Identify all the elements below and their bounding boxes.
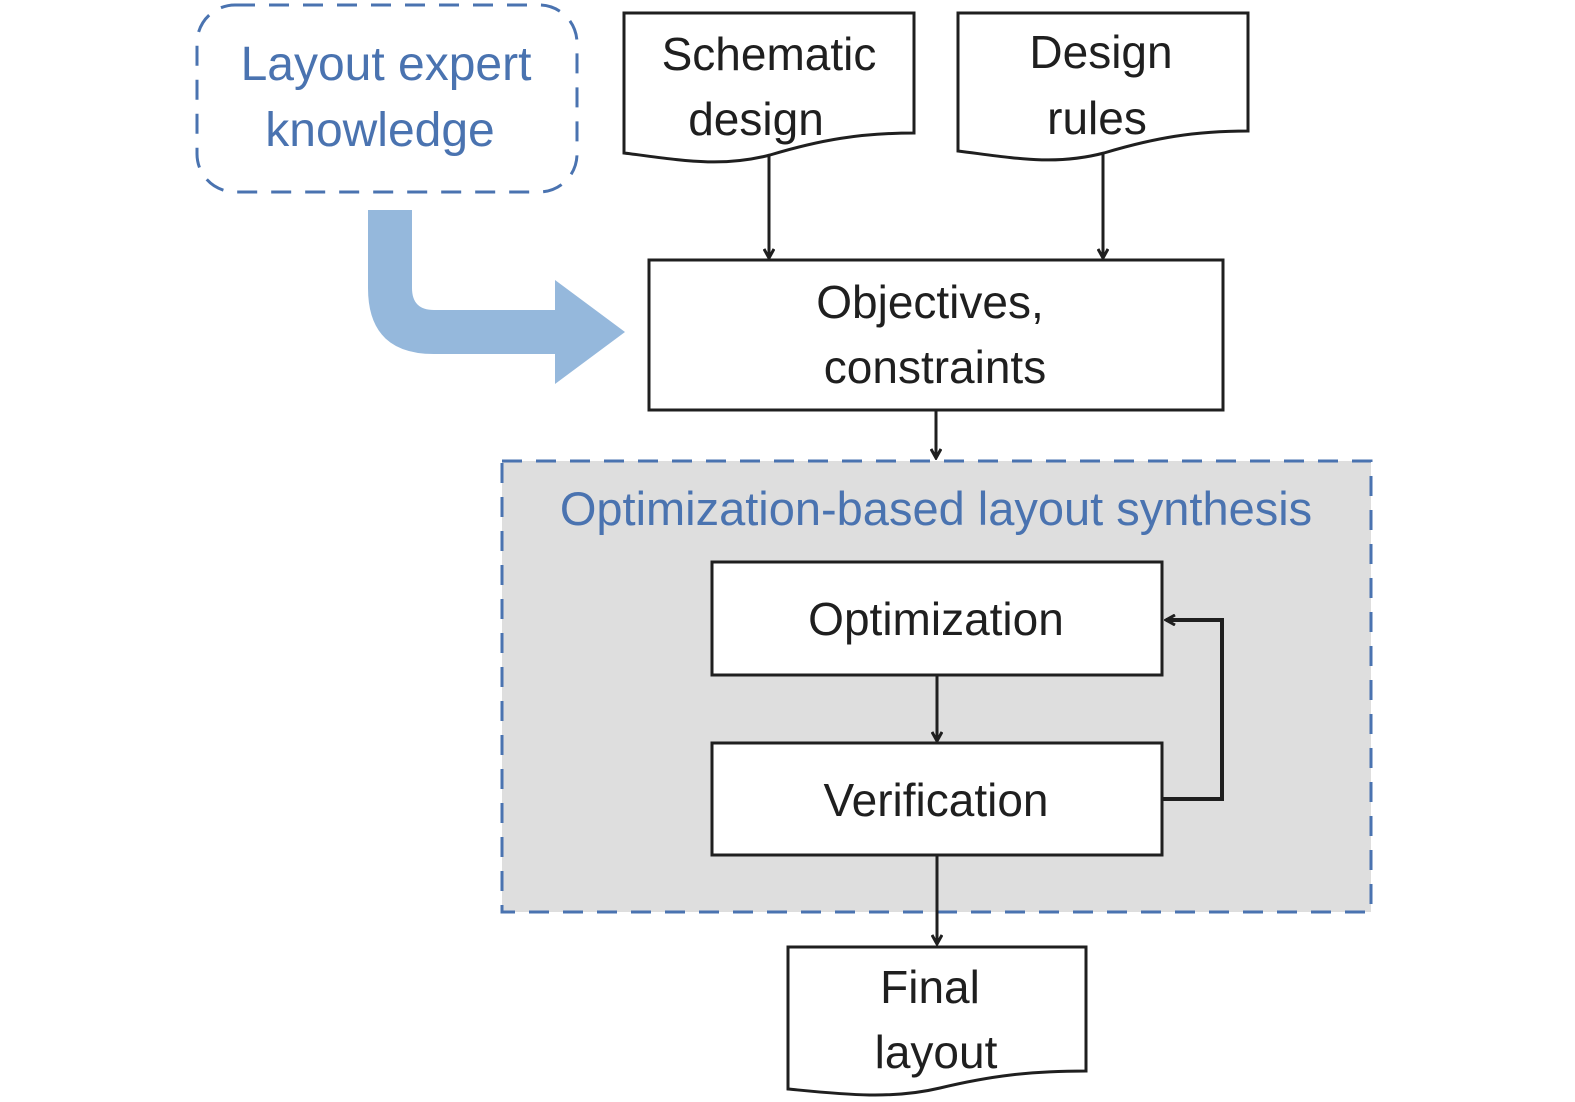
design-rules-line1: Design <box>1029 26 1172 78</box>
expert-knowledge-line2: knowledge <box>265 104 495 157</box>
synthesis-group: Optimization-based layout synthesis Opti… <box>500 459 1373 914</box>
final-layout-line1: Final <box>880 961 980 1013</box>
schematic-design-node: Schematic design <box>622 11 916 164</box>
design-rules-node: Design rules <box>956 11 1250 162</box>
expert-knowledge-node: Layout expert knowledge <box>195 3 579 194</box>
feedback-loop-arrow <box>1162 620 1224 801</box>
objectives-line1: Objectives, <box>816 276 1044 328</box>
expert-knowledge-border <box>195 3 579 194</box>
synthesis-group-title: Optimization-based layout synthesis <box>560 482 1312 535</box>
objectives-line2: constraints <box>824 341 1046 393</box>
verification-label: Verification <box>823 774 1048 826</box>
document-shape <box>622 11 916 164</box>
objectives-box <box>647 258 1225 412</box>
document-shape <box>956 11 1250 162</box>
design-rules-line2: rules <box>1047 92 1147 144</box>
verification-box <box>710 741 1164 857</box>
expert-knowledge-line1: Layout expert <box>241 38 532 91</box>
optimization-box <box>710 560 1164 677</box>
optimization-label: Optimization <box>808 593 1064 645</box>
schematic-design-line2: design <box>688 93 824 145</box>
final-layout-node: Final layout <box>786 945 1088 1097</box>
schematic-design-line1: Schematic <box>662 28 877 80</box>
objectives-node: Objectives, constraints <box>647 258 1225 412</box>
document-shape <box>786 945 1088 1097</box>
final-layout-line2: layout <box>875 1026 998 1078</box>
knowledge-flow-arrow-icon <box>368 210 625 384</box>
